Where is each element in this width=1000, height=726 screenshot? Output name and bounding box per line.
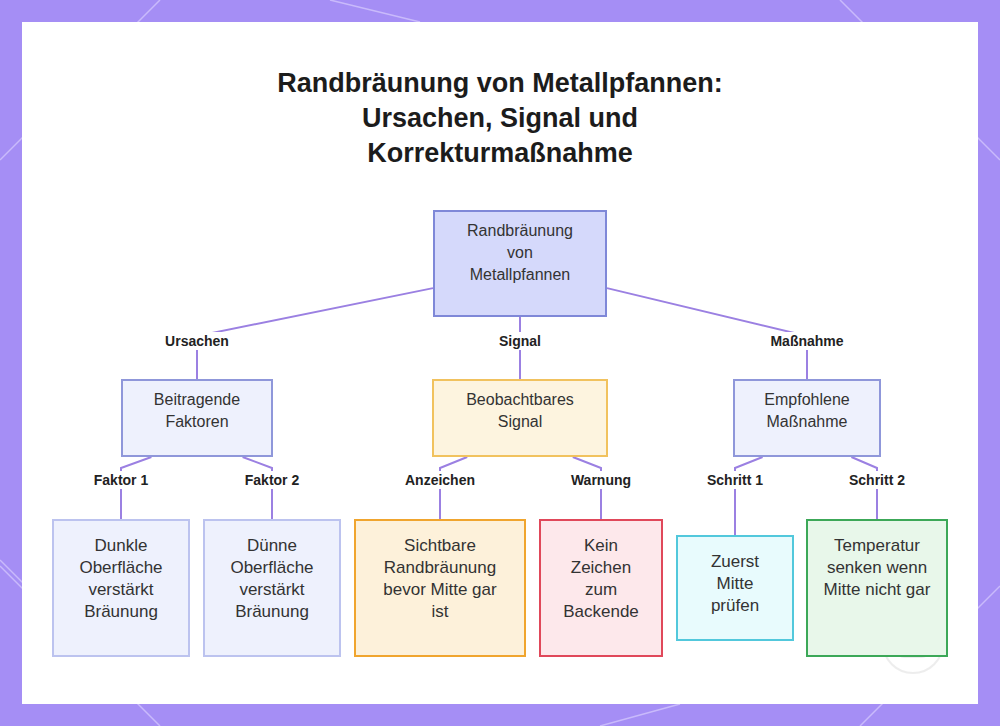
connector-line	[735, 457, 763, 535]
edge-label: Schritt 2	[846, 471, 908, 489]
process-box: Dünne Oberfläche verstärkt Bräunung	[203, 519, 341, 657]
node-label: Temperatur senken wenn Mitte nicht gar	[816, 535, 938, 601]
edge-label: Schritt 1	[704, 471, 766, 489]
node-label: Beobachtbares Signal	[448, 389, 592, 433]
process-box: Zuerst Mitte prüfen	[676, 535, 794, 641]
node-label: Randbräunung von Metallpfannen	[461, 220, 579, 286]
edge-label: Faktor 2	[242, 471, 302, 489]
node-label: Dünne Oberfläche verstärkt Bräunung	[215, 535, 329, 623]
edge-label: Warnung	[568, 471, 634, 489]
edge-label: Maßnahme	[767, 332, 846, 350]
connector-line	[197, 288, 433, 379]
edge-label: Faktor 1	[91, 471, 151, 489]
process-box: Beobachtbares Signal	[432, 379, 608, 457]
process-box: Sichtbare Randbräunung bevor Mitte gar i…	[354, 519, 526, 657]
process-box: Dunkle Oberfläche verstärkt Bräunung	[52, 519, 190, 657]
diagram-title: Randbräunung von Metallpfannen: Ursachen…	[245, 66, 755, 171]
node-label: Empfohlene Maßnahme	[749, 389, 865, 433]
process-box: Beitragende Faktoren	[121, 379, 273, 457]
process-box: Temperatur senken wenn Mitte nicht gar	[806, 519, 948, 657]
pattern-line	[330, 0, 420, 22]
node-label: Kein Zeichen zum Backende	[559, 535, 643, 623]
process-box: Randbräunung von Metallpfannen	[433, 210, 607, 317]
node-label: Beitragende Faktoren	[137, 389, 257, 433]
node-label: Dunkle Oberfläche verstärkt Bräunung	[64, 535, 178, 623]
edge-label: Anzeichen	[402, 471, 478, 489]
node-label: Zuerst Mitte prüfen	[700, 551, 770, 617]
process-box: Kein Zeichen zum Backende	[539, 519, 663, 657]
node-label: Sichtbare Randbräunung bevor Mitte gar i…	[380, 535, 500, 623]
inner-panel	[22, 22, 978, 704]
pattern-line	[600, 704, 680, 726]
edge-label: Ursachen	[162, 332, 232, 350]
edge-label: Signal	[496, 332, 544, 350]
process-box: Empfohlene Maßnahme	[733, 379, 881, 457]
